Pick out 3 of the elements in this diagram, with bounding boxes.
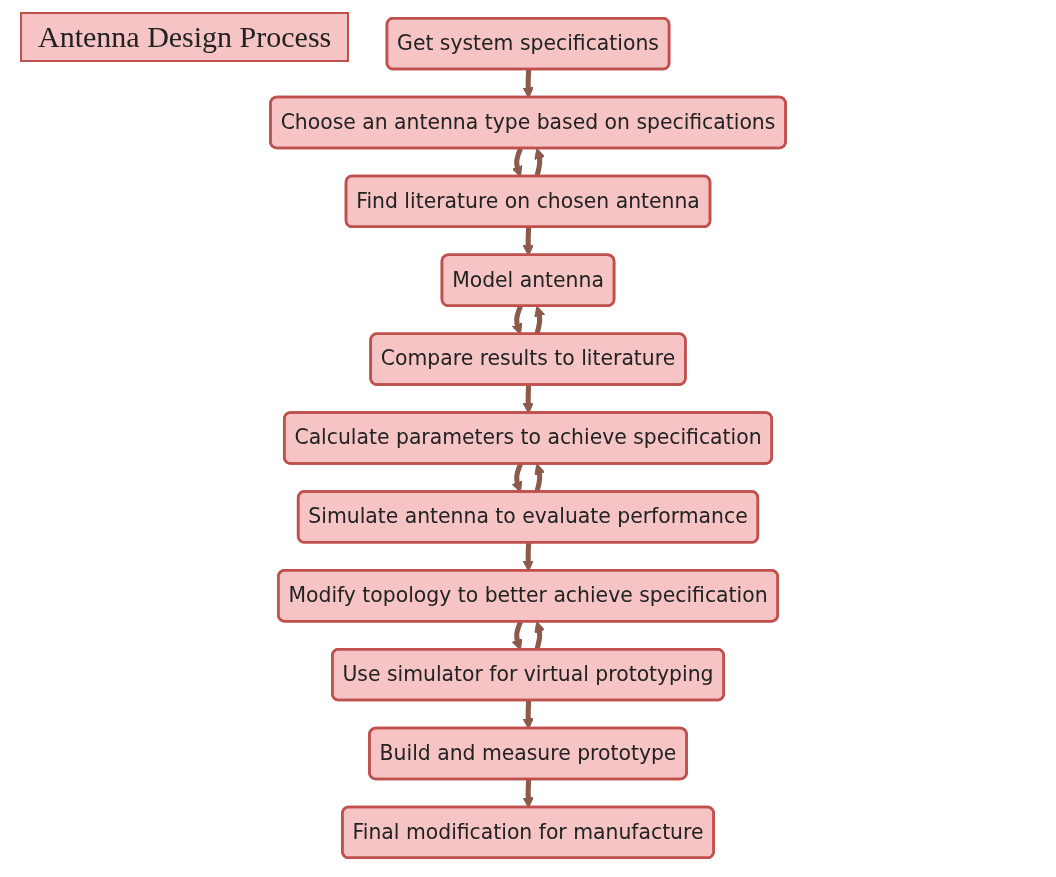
diagram-title: Antenna Design Process (20, 12, 350, 62)
arrow (534, 148, 546, 178)
arrow (534, 305, 546, 335)
